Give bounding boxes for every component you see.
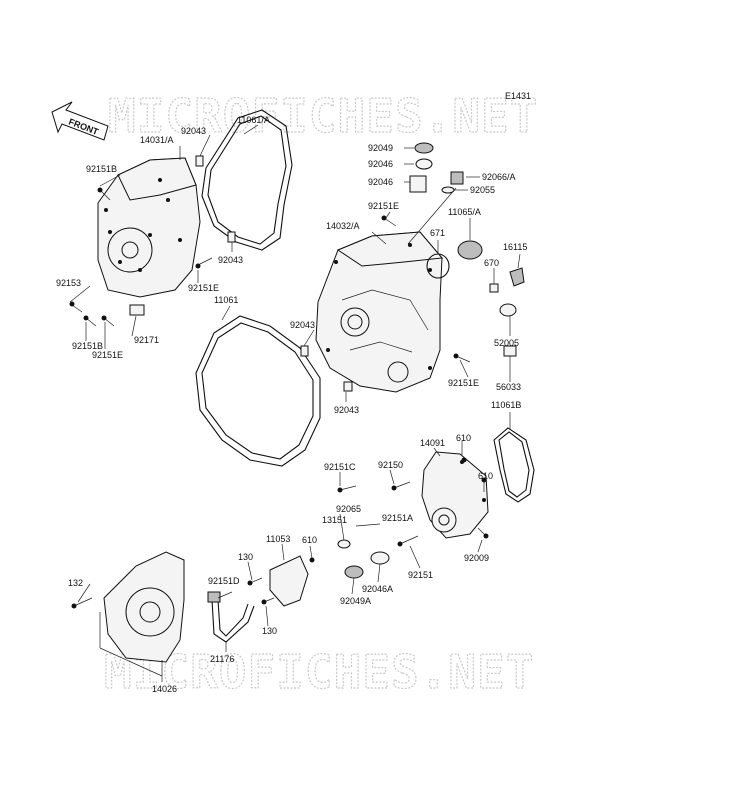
bearing-92046a xyxy=(370,551,390,565)
sprocket-cover-14026 xyxy=(103,551,185,663)
part-16115 xyxy=(509,267,525,287)
gasket-11061 xyxy=(195,315,321,467)
label-92151b-b: 92151B xyxy=(72,341,103,351)
label-14091: 14091 xyxy=(420,438,445,448)
dowel-92043-a xyxy=(195,155,204,167)
label-130-b: 130 xyxy=(262,626,277,636)
label-16115: 16115 xyxy=(503,242,527,252)
bearing-92046-b xyxy=(409,175,427,193)
clutch-cover xyxy=(315,231,443,393)
label-92066a: 92066/A xyxy=(482,172,516,182)
label-92049a: 92049A xyxy=(340,596,371,606)
left-engine-cover xyxy=(97,157,201,298)
ring-92065 xyxy=(337,539,351,549)
label-14026: 14026 xyxy=(152,684,177,694)
label-610-c: 610 xyxy=(302,535,317,545)
dowel-92043-c xyxy=(300,345,309,357)
watermark-bottom: MICROFICHES.NET xyxy=(104,645,534,699)
label-13151: 13151 xyxy=(322,515,347,525)
label-92043-a: 92043 xyxy=(181,126,206,136)
bolts-left xyxy=(69,187,471,363)
bolts-middle xyxy=(71,457,489,609)
label-92153: 92153 xyxy=(56,278,81,288)
front-arrow-icon: FRONT xyxy=(51,101,109,141)
label-92151e-a: 92151E xyxy=(188,283,219,293)
diagram-code: E1431 xyxy=(505,91,531,101)
label-92055: 92055 xyxy=(470,185,495,195)
label-92151e-b: 92151E xyxy=(92,350,123,360)
label-11061a: 11061/A xyxy=(237,115,270,125)
label-92046a: 92046A xyxy=(362,584,393,594)
label-92043-d: 92043 xyxy=(334,405,359,415)
label-92151e-d: 92151E xyxy=(448,378,479,388)
label-610-b: 610 xyxy=(478,471,493,481)
label-14032a: 14032/A xyxy=(326,221,360,231)
dowel-92043-d xyxy=(343,381,353,392)
label-132: 132 xyxy=(68,578,83,588)
label-14031a: 14031/A xyxy=(140,135,174,145)
label-92151c: 92151C xyxy=(324,462,356,472)
label-92151: 92151 xyxy=(408,570,433,580)
bracket-11053 xyxy=(269,555,309,607)
label-92065: 92065 xyxy=(336,504,361,514)
leader-lines xyxy=(69,124,521,682)
seal-52005 xyxy=(499,303,517,317)
part-labels: 11061/A 92043 14031/A 92151B 92043 92151… xyxy=(56,115,527,694)
label-92049: 92049 xyxy=(368,143,393,153)
label-52005: 52005 xyxy=(494,338,519,348)
watermark-top: MICROFICHES.NET xyxy=(108,89,538,143)
label-92151b-a: 92151B xyxy=(86,164,117,174)
label-56033: 56033 xyxy=(496,382,521,392)
gasket-11061a xyxy=(201,109,293,251)
bearing-92046 xyxy=(415,158,433,170)
gasket-11061b xyxy=(493,427,535,503)
label-610-a: 610 xyxy=(456,433,471,443)
label-92043-b: 92043 xyxy=(218,255,243,265)
label-92009: 92009 xyxy=(464,553,489,563)
label-11061: 11061 xyxy=(214,295,238,305)
label-92046-b: 92046 xyxy=(368,177,393,187)
water-pump-housing xyxy=(421,451,489,539)
label-92151d: 92151D xyxy=(208,576,240,586)
label-92171: 92171 xyxy=(134,335,159,345)
label-92043-c: 92043 xyxy=(290,320,315,330)
label-671: 671 xyxy=(430,228,445,238)
label-11053: 11053 xyxy=(266,534,290,544)
label-21176: 21176 xyxy=(210,654,234,664)
label-11061b: 11061B xyxy=(491,400,521,410)
label-92151a: 92151A xyxy=(382,513,413,523)
plug-92066a xyxy=(450,171,464,185)
label-670: 670 xyxy=(484,258,499,268)
label-92046-a: 92046 xyxy=(368,159,393,169)
cap-11065a xyxy=(457,240,483,260)
oil-seal-92049 xyxy=(414,142,434,154)
label-92151e-c: 92151E xyxy=(368,201,399,211)
seal-92049a xyxy=(344,565,364,579)
oring-670 xyxy=(489,283,499,293)
label-92150: 92150 xyxy=(378,460,403,470)
dowel-92043-b xyxy=(227,231,236,243)
label-11065a: 11065/A xyxy=(448,207,481,217)
label-130-a: 130 xyxy=(238,552,253,562)
